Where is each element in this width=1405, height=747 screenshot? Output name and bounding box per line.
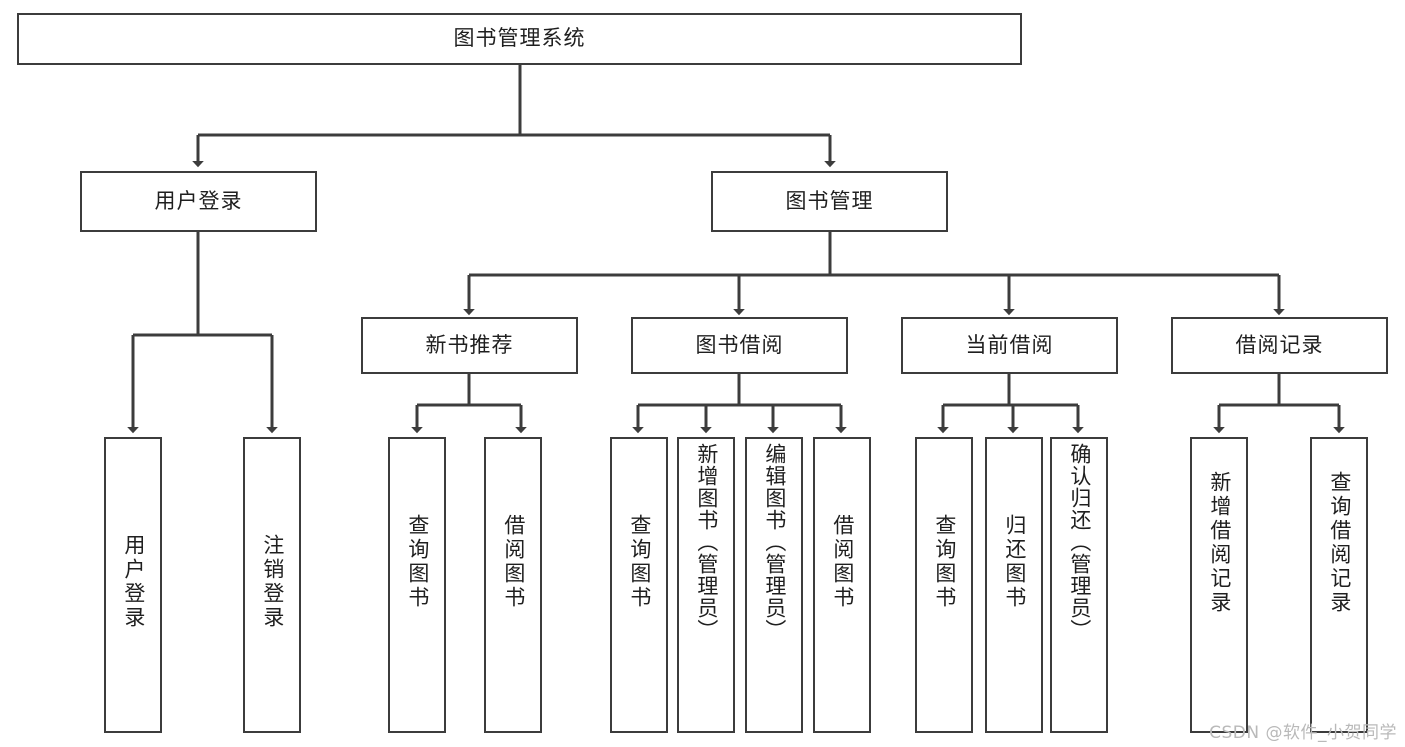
node-leaf-user-login[interactable]: 用户登录 [104,437,162,733]
node-leaf-borrow-book-borrow-label: 借阅图书 [830,514,855,610]
node-leaf-query-book-current[interactable]: 查询图书 [915,437,973,733]
node-leaf-borrow-book-recommend-label: 借阅图书 [501,514,526,610]
node-leaf-return-book[interactable]: 归还图书 [985,437,1043,733]
node-root[interactable]: 图书管理系统 [17,13,1022,65]
node-leaf-query-book-current-label: 查询图书 [932,514,957,610]
node-leaf-add-borrow-record[interactable]: 新增借阅记录 [1190,437,1248,733]
node-leaf-query-borrow-record-label: 查询借阅记录 [1327,471,1352,615]
node-leaf-query-book-recommend-label: 查询图书 [405,514,430,610]
node-user-login-label: 用户登录 [154,188,243,213]
node-leaf-add-book-label: 新增图书（管理员） [694,443,719,641]
node-leaf-return-book-label: 归还图书 [1002,514,1027,610]
node-leaf-edit-book-label: 编辑图书（管理员） [762,443,787,641]
node-leaf-add-book[interactable]: 新增图书（管理员） [677,437,735,733]
node-current-borrow[interactable]: 当前借阅 [901,317,1118,374]
node-leaf-user-login-label: 用户登录 [121,534,146,630]
node-leaf-query-borrow-record[interactable]: 查询借阅记录 [1310,437,1368,733]
node-book-manage-label: 图书管理 [785,188,874,213]
node-root-label: 图书管理系统 [453,26,586,51]
node-leaf-confirm-return-label: 确认归还（管理员） [1067,443,1092,641]
node-leaf-borrow-book-borrow[interactable]: 借阅图书 [813,437,871,733]
node-leaf-query-book-borrow[interactable]: 查询图书 [610,437,668,733]
node-user-login[interactable]: 用户登录 [80,171,317,232]
node-borrow-record-label: 借阅记录 [1235,332,1324,357]
node-leaf-logout-label: 注销登录 [260,534,285,630]
node-leaf-borrow-book-recommend[interactable]: 借阅图书 [484,437,542,733]
node-new-book-recommend[interactable]: 新书推荐 [361,317,578,374]
node-leaf-query-book-borrow-label: 查询图书 [627,514,652,610]
node-leaf-add-borrow-record-label: 新增借阅记录 [1207,471,1232,615]
node-current-borrow-label: 当前借阅 [965,332,1054,357]
node-leaf-logout[interactable]: 注销登录 [243,437,301,733]
node-new-book-recommend-label: 新书推荐 [425,332,514,357]
node-leaf-query-book-recommend[interactable]: 查询图书 [388,437,446,733]
node-book-borrow-label: 图书借阅 [695,332,784,357]
node-borrow-record[interactable]: 借阅记录 [1171,317,1388,374]
node-book-manage[interactable]: 图书管理 [711,171,948,232]
node-book-borrow[interactable]: 图书借阅 [631,317,848,374]
node-leaf-edit-book[interactable]: 编辑图书（管理员） [745,437,803,733]
node-leaf-confirm-return[interactable]: 确认归还（管理员） [1050,437,1108,733]
csdn-watermark: CSDN @软件_小贺同学 [1209,723,1397,743]
